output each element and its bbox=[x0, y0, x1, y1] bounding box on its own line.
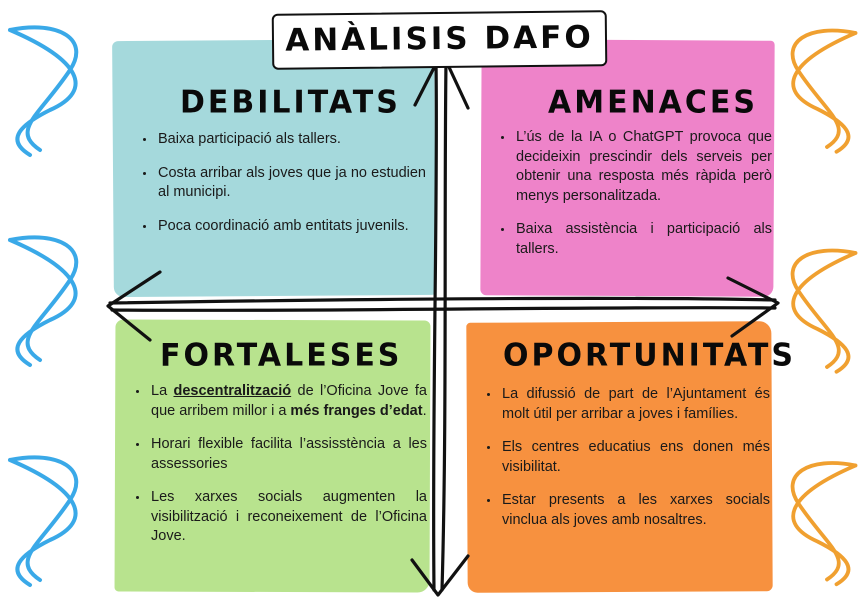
blue-loop-decoration-top bbox=[8, 25, 79, 157]
oportunitats-heading: OPORTUNITATS bbox=[503, 337, 796, 374]
blue-loop-decoration-bottom bbox=[8, 455, 79, 587]
list-item: L’ús de la IA o ChatGPT provoca que deci… bbox=[514, 128, 772, 206]
item-text: . bbox=[422, 402, 427, 419]
list-item: Poca coordinació amb entitats juvenils. bbox=[156, 217, 426, 237]
page-title: ANÀLISIS DAFO bbox=[285, 19, 594, 59]
fortaleses-heading: FORTALESES bbox=[160, 337, 403, 374]
list-item: Baixa assistència i participació als tal… bbox=[514, 220, 772, 259]
list-item: Els centres educatius ens donen més visi… bbox=[500, 438, 770, 477]
bold-term: més franges d’edat bbox=[290, 402, 423, 419]
debilitats-list: Baixa participació als tallers. Costa ar… bbox=[142, 130, 426, 250]
list-item: Horari flexible facilita l’assisstència … bbox=[149, 435, 427, 474]
orange-loop-decoration-top bbox=[790, 28, 858, 154]
amenaces-heading: AMENACES bbox=[548, 84, 759, 121]
list-item: La descentralització de l’Oficina Jove f… bbox=[149, 382, 427, 421]
debilitats-heading: DEBILITATS bbox=[180, 84, 401, 121]
orange-loop-decoration-bottom bbox=[790, 461, 858, 587]
amenaces-list: L’ús de la IA o ChatGPT provoca que deci… bbox=[500, 128, 772, 273]
blue-loop-decoration-middle bbox=[8, 235, 79, 367]
underlined-term: descentralització bbox=[173, 383, 292, 399]
list-item: Estar presents a les xarxes socials vinc… bbox=[500, 491, 770, 530]
list-item: Baixa participació als tallers. bbox=[156, 130, 426, 150]
list-item: Les xarxes socials augmenten la visibili… bbox=[149, 488, 427, 547]
fortaleses-list: La descentralització de l’Oficina Jove f… bbox=[135, 382, 427, 561]
list-item: La difussió de part de l’Ajuntament és m… bbox=[500, 385, 770, 424]
oportunitats-list: La difussió de part de l’Ajuntament és m… bbox=[486, 385, 770, 544]
item-text: de l’Oficina Jove fa que arribem millor … bbox=[151, 383, 427, 419]
item-text: La bbox=[151, 383, 174, 399]
orange-loop-decoration-middle bbox=[790, 248, 858, 374]
list-item: Costa arribar als joves que ja no estudi… bbox=[156, 164, 426, 203]
title-box: ANÀLISIS DAFO bbox=[271, 10, 608, 70]
